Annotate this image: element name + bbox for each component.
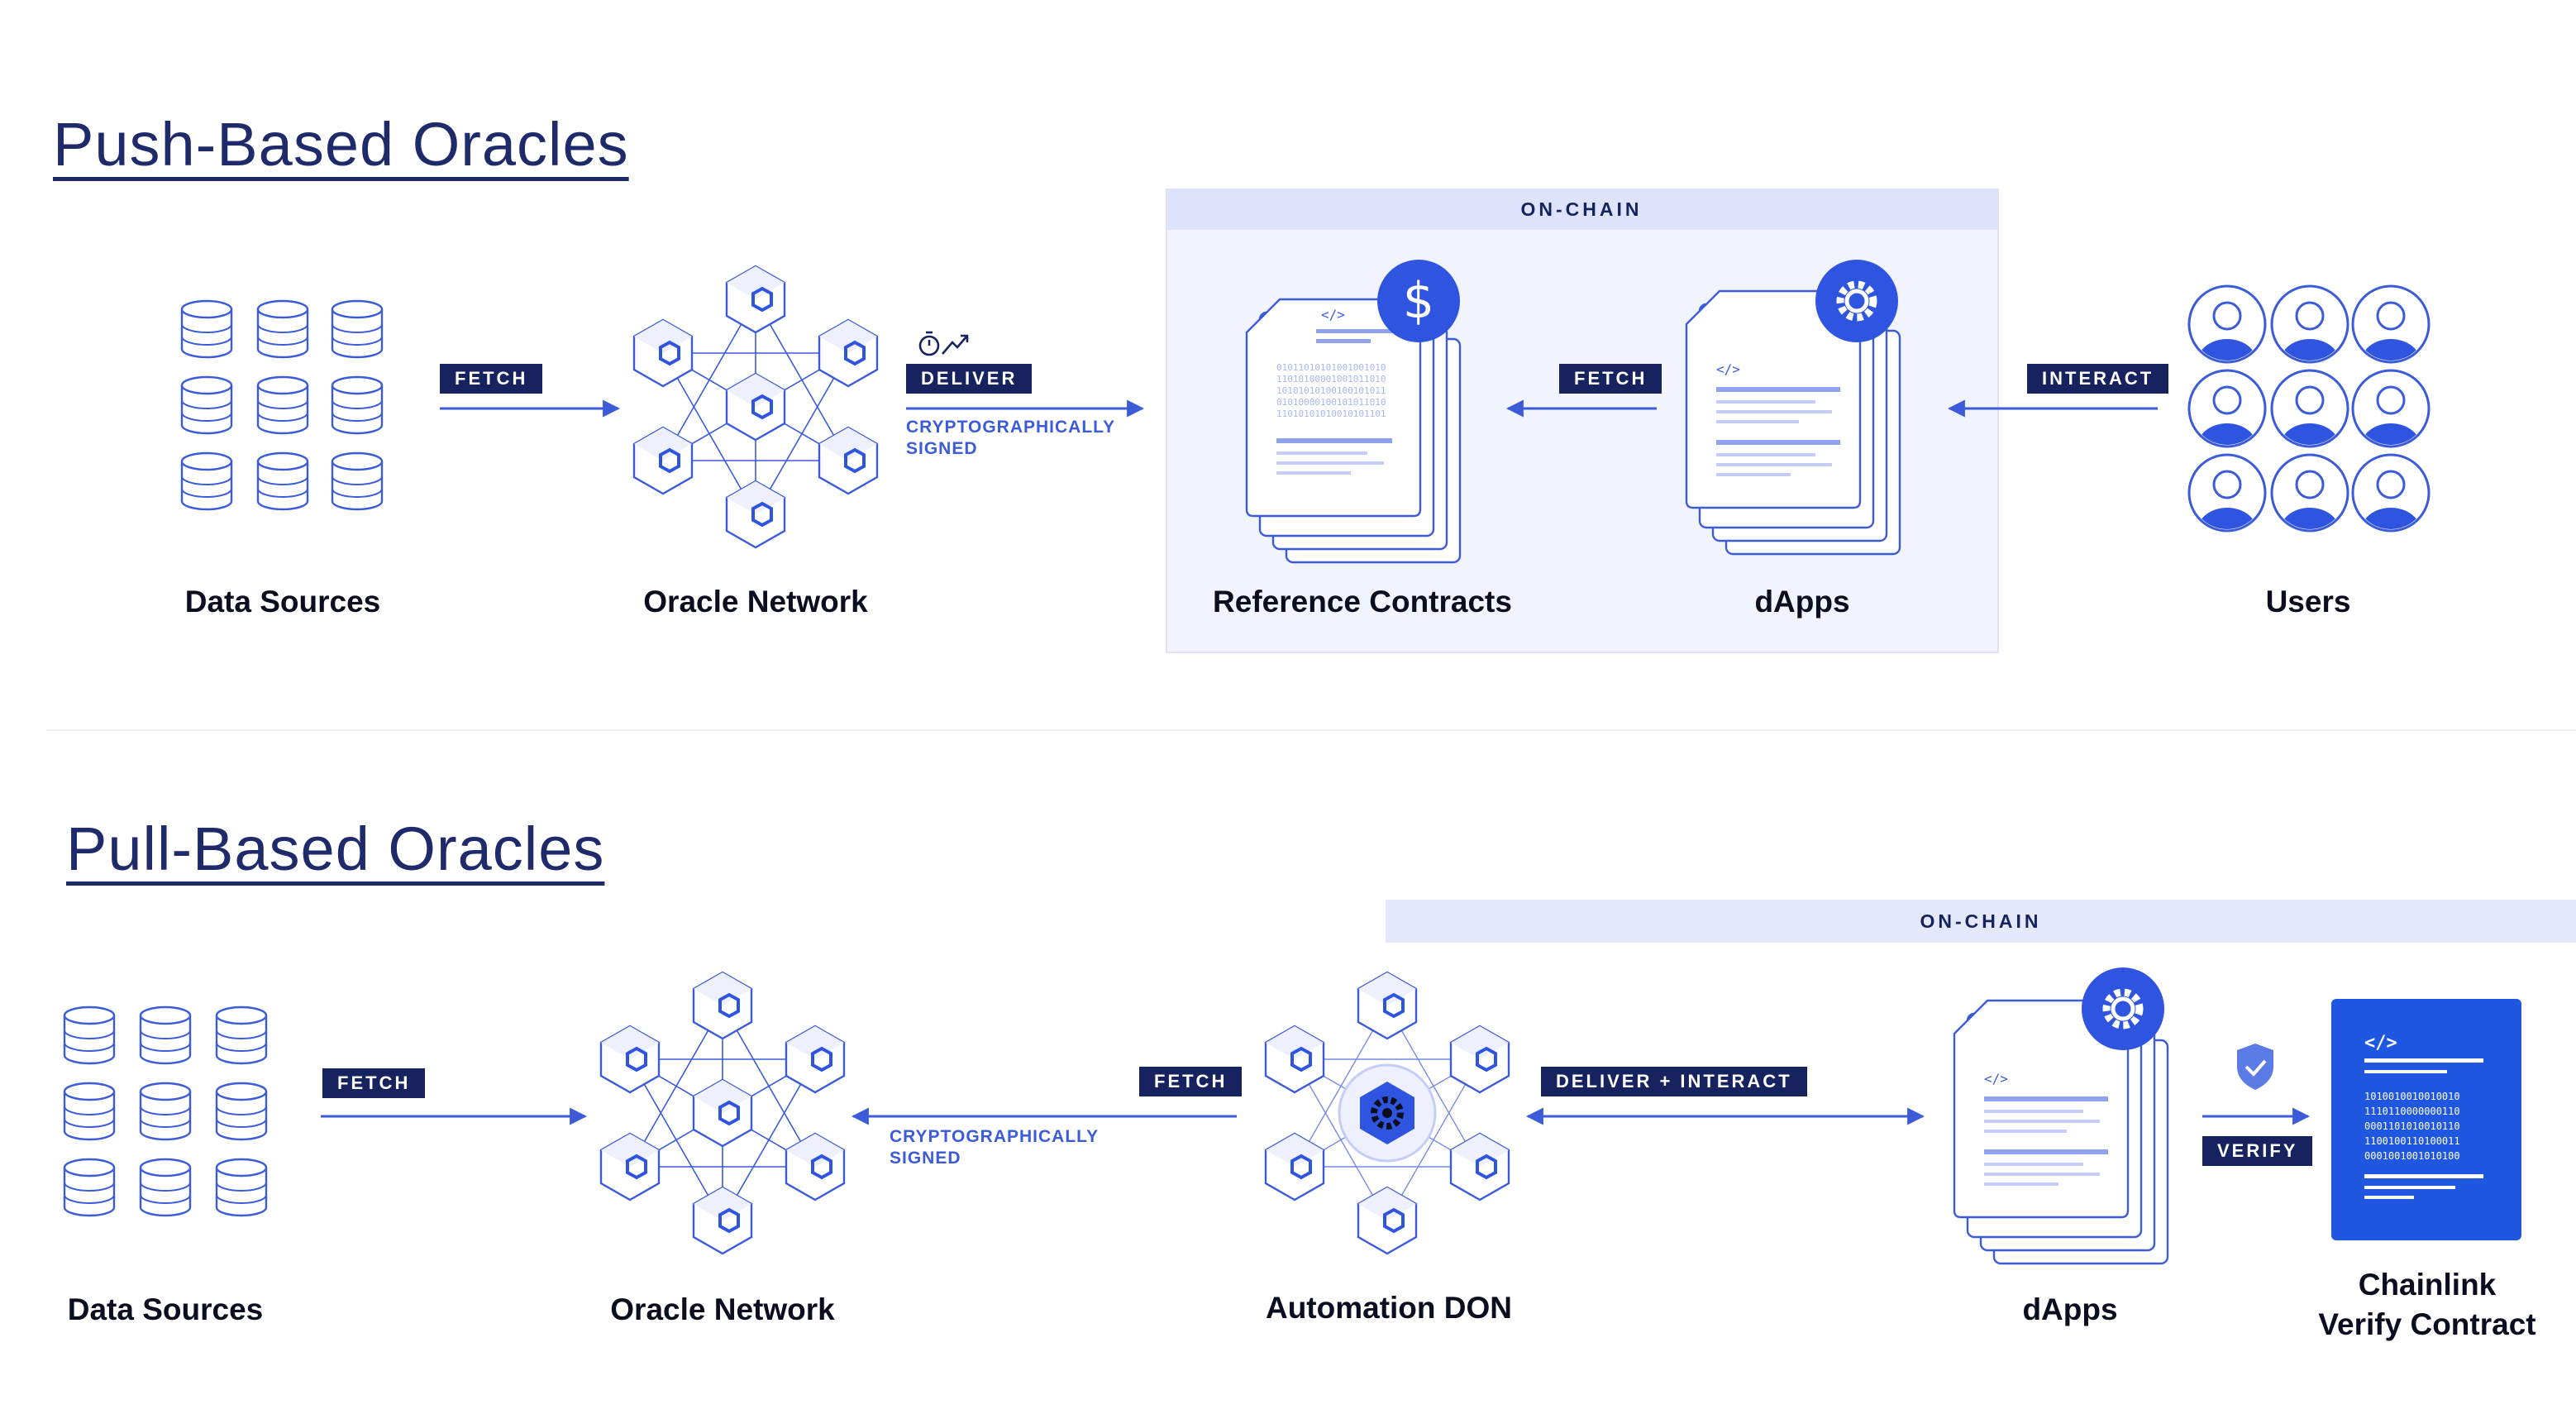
- svg-text:</>: </>: [1716, 361, 1740, 377]
- pull-oracle-network-icon: [599, 971, 846, 1255]
- push-signed-note: CRYPTOGRAPHICALLY SIGNED: [906, 418, 1116, 458]
- svg-text:01011010101001001010: 01011010101001001010: [1276, 362, 1386, 373]
- pull-data-sources-label: Data Sources: [67, 1292, 264, 1326]
- push-onchain-label: ON-CHAIN: [1166, 189, 1997, 230]
- svg-text:10101010100100101011: 10101010100100101011: [1276, 385, 1386, 396]
- pull-oracle-network-label: Oracle Network: [610, 1292, 835, 1326]
- push-fetch2-tag: FETCH: [1559, 364, 1662, 394]
- push-deliver-tag: DELIVER: [906, 364, 1033, 394]
- reference-contracts-label: Reference Contracts: [1213, 585, 1512, 619]
- push-interact-tag: INTERACT: [2027, 364, 2169, 394]
- section-divider: [46, 729, 2576, 731]
- reference-contracts-icon: </> 01011010101001001010 110101000010010…: [1245, 298, 1462, 564]
- pull-dapps-label: dApps: [2022, 1292, 2118, 1326]
- push-data-sources-label: Data Sources: [184, 585, 381, 619]
- users-label: Users: [2265, 585, 2351, 619]
- svg-text:11010100001001011010: 11010100001001011010: [1276, 374, 1386, 385]
- svg-text:1010010010010010: 1010010010010010: [2364, 1091, 2460, 1102]
- verify-tag: VERIFY: [2202, 1136, 2313, 1166]
- automation-don-label: Automation DON: [1265, 1291, 1513, 1325]
- pull-gear-badge-icon: [2082, 967, 2164, 1050]
- push-gear-badge-icon: [1815, 260, 1898, 342]
- pull-fetch-tag: FETCH: [322, 1068, 426, 1098]
- push-data-sources-icon: [180, 299, 384, 511]
- deliver-interact-tag: DELIVER + INTERACT: [1541, 1067, 1807, 1096]
- svg-text:$: $: [1403, 272, 1434, 330]
- pull-section-title: Pull-Based Oracles: [66, 814, 605, 883]
- push-fetch-tag: FETCH: [440, 364, 543, 394]
- svg-text:1100100110100011: 1100100110100011: [2364, 1135, 2460, 1147]
- dollar-badge-icon: $: [1377, 260, 1460, 342]
- users-icon: [2189, 286, 2429, 554]
- svg-text:01010000100101011010: 01010000100101011010: [1276, 397, 1386, 408]
- automation-don-icon: [1264, 971, 1510, 1255]
- shield-check-icon: [2237, 1044, 2273, 1090]
- push-oracle-network-icon: [632, 265, 879, 549]
- timer-trend-icon: [918, 331, 969, 356]
- svg-text:</>: </>: [1984, 1071, 2008, 1087]
- svg-text:</>: </>: [1321, 307, 1345, 322]
- pull-signed-note: CRYPTOGRAPHICALLY SIGNED: [890, 1127, 1100, 1168]
- svg-text:</>: </>: [2364, 1033, 2397, 1053]
- push-oracle-network-label: Oracle Network: [643, 585, 868, 619]
- svg-text:0001101010010110: 0001101010010110: [2364, 1120, 2460, 1132]
- verify-contract-icon: </> 1010010010010010 1110110000000110 00…: [2331, 999, 2521, 1240]
- svg-text:11010101010010101101: 11010101010010101101: [1276, 408, 1386, 419]
- push-dapps-icon: </>: [1685, 289, 1901, 556]
- push-dapps-label: dApps: [1754, 585, 1850, 619]
- pull-data-sources-icon: [63, 1006, 268, 1217]
- verify-contract-label: Chainlink Verify Contract: [2318, 1268, 2536, 1342]
- svg-text:0001001001010100: 0001001001010100: [2364, 1150, 2460, 1162]
- svg-text:1110110000000110: 1110110000000110: [2364, 1106, 2460, 1117]
- push-section-title: Push-Based Oracles: [53, 110, 629, 179]
- pull-onchain-label: ON-CHAIN: [1386, 900, 2576, 943]
- pull-fetch2-tag: FETCH: [1139, 1067, 1243, 1096]
- pull-dapps-icon: </>: [1953, 999, 2169, 1265]
